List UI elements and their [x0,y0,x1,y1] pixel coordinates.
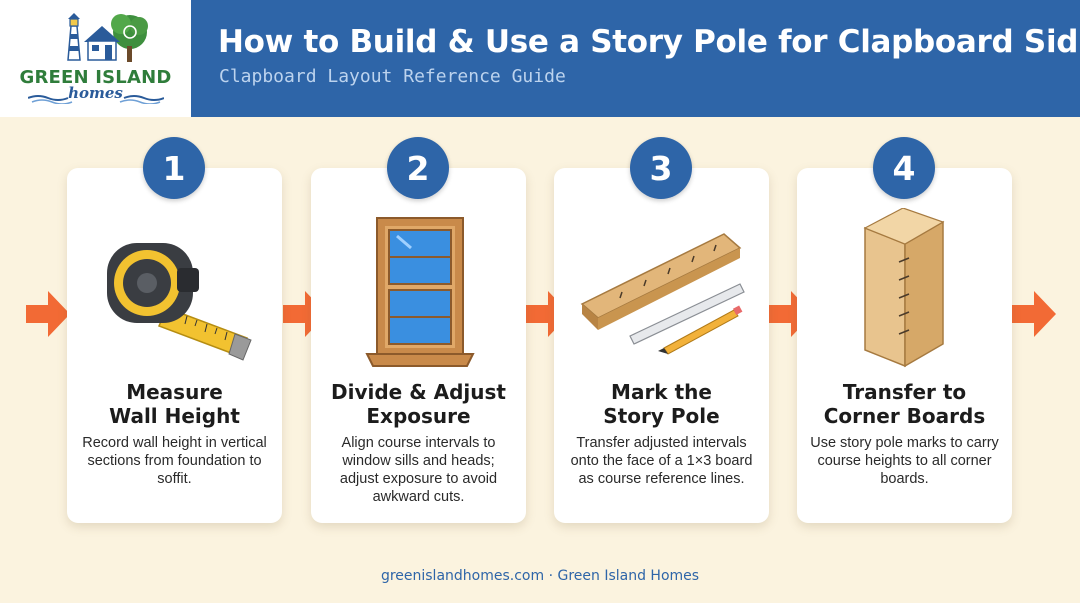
step-description: Record wall height in vertical sections … [82,435,267,487]
lighthouse-house-logo-icon [67,13,148,62]
page-subtitle: Clapboard Layout Reference Guide [219,66,566,87]
step-number-badge: 4 [873,137,935,199]
arrow-right-icon [26,291,70,337]
corner-board-icon [863,208,945,368]
step-description: Transfer adjusted intervals onto the fac… [570,435,753,487]
arrow-right-icon [1012,291,1056,337]
step-description: Use story pole marks to carry course hei… [810,435,999,487]
step-number-badge: 2 [387,137,449,199]
step-number-badge: 1 [143,137,205,199]
footer-text: greenislandhomes.com · Green Island Home… [380,568,700,584]
window-icon [365,217,475,367]
step-number-badge: 3 [630,137,692,199]
logo-subname: homes [68,84,123,102]
logo: GREEN ISLAND homes [0,0,191,117]
logo-waves-icon [28,95,164,104]
tape-measure-icon [107,243,252,361]
step-description: Align course intervals to window sills a… [339,435,498,505]
marked-board-icon [580,233,745,355]
logo-name: GREEN ISLAND [19,67,172,88]
page-title: How to Build & Use a Story Pole for Clap… [218,24,1080,60]
